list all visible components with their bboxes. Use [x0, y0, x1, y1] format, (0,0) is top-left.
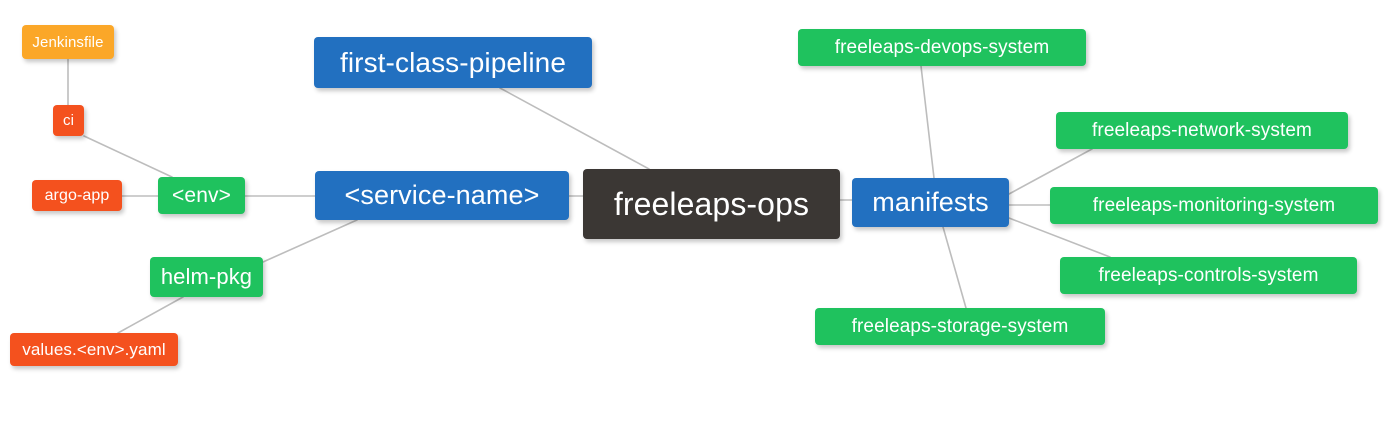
edge-manifests-to-freeleaps-storage-system: [942, 226, 967, 309]
mindmap-node-label-helm-pkg: helm-pkg: [160, 264, 253, 289]
mindmap-node-label-manifests: manifests: [872, 187, 989, 217]
edge-manifests-to-freeleaps-devops-system: [920, 65, 935, 179]
mindmap-node-helm-pkg[interactable]: helm-pkg: [150, 257, 263, 297]
mindmap-node-freeleaps-ops[interactable]: freeleaps-ops: [583, 169, 840, 239]
mindmap-node-label-freeleaps-devops-system: freeleaps-devops-system: [834, 37, 1050, 58]
mindmap-node-label-values-yaml: values.<env>.yaml: [22, 340, 166, 359]
mindmap-node-label-env: <env>: [172, 184, 231, 207]
mindmap-node-label-first-class-pipeline: first-class-pipeline: [339, 46, 567, 78]
edge-first-class-pipeline-to-freeleaps-ops: [499, 87, 650, 170]
mindmap-node-argo-app[interactable]: argo-app: [32, 180, 122, 211]
mindmap-node-freeleaps-controls-system[interactable]: freeleaps-controls-system: [1060, 257, 1357, 294]
mindmap-node-label-jenkinsfile: Jenkinsfile: [32, 33, 104, 51]
mindmap-node-freeleaps-network-system[interactable]: freeleaps-network-system: [1056, 112, 1348, 149]
mindmap-node-ci[interactable]: ci: [53, 105, 84, 136]
mindmap-node-label-freeleaps-network-system: freeleaps-network-system: [1092, 120, 1312, 141]
mindmap-node-label-ci: ci: [62, 112, 75, 129]
mindmap-node-label-freeleaps-monitoring-system: freeleaps-monitoring-system: [1092, 195, 1336, 216]
edge-service-name-to-helm-pkg: [262, 219, 358, 263]
edge-helm-pkg-to-values-yaml: [117, 296, 184, 334]
mindmap-node-label-freeleaps-ops: freeleaps-ops: [613, 186, 810, 222]
mindmap-node-jenkinsfile[interactable]: Jenkinsfile: [22, 25, 114, 59]
mindmap-node-label-freeleaps-controls-system: freeleaps-controls-system: [1098, 265, 1319, 286]
mindmap-node-first-class-pipeline[interactable]: first-class-pipeline: [314, 37, 592, 88]
mindmap-node-label-service-name: <service-name>: [344, 180, 540, 210]
mindmap-node-label-argo-app: argo-app: [44, 186, 110, 204]
mindmap-node-freeleaps-devops-system[interactable]: freeleaps-devops-system: [798, 29, 1086, 66]
edge-ci-to-env: [83, 135, 173, 178]
mindmap-node-values-yaml[interactable]: values.<env>.yaml: [10, 333, 178, 366]
mindmap-node-freeleaps-monitoring-system[interactable]: freeleaps-monitoring-system: [1050, 187, 1378, 224]
mindmap-node-manifests[interactable]: manifests: [852, 178, 1009, 227]
mindmap-node-env[interactable]: <env>: [158, 177, 245, 214]
mindmap-node-freeleaps-storage-system[interactable]: freeleaps-storage-system: [815, 308, 1105, 345]
mindmap-node-service-name[interactable]: <service-name>: [315, 171, 569, 220]
mindmap-node-label-freeleaps-storage-system: freeleaps-storage-system: [851, 316, 1069, 337]
